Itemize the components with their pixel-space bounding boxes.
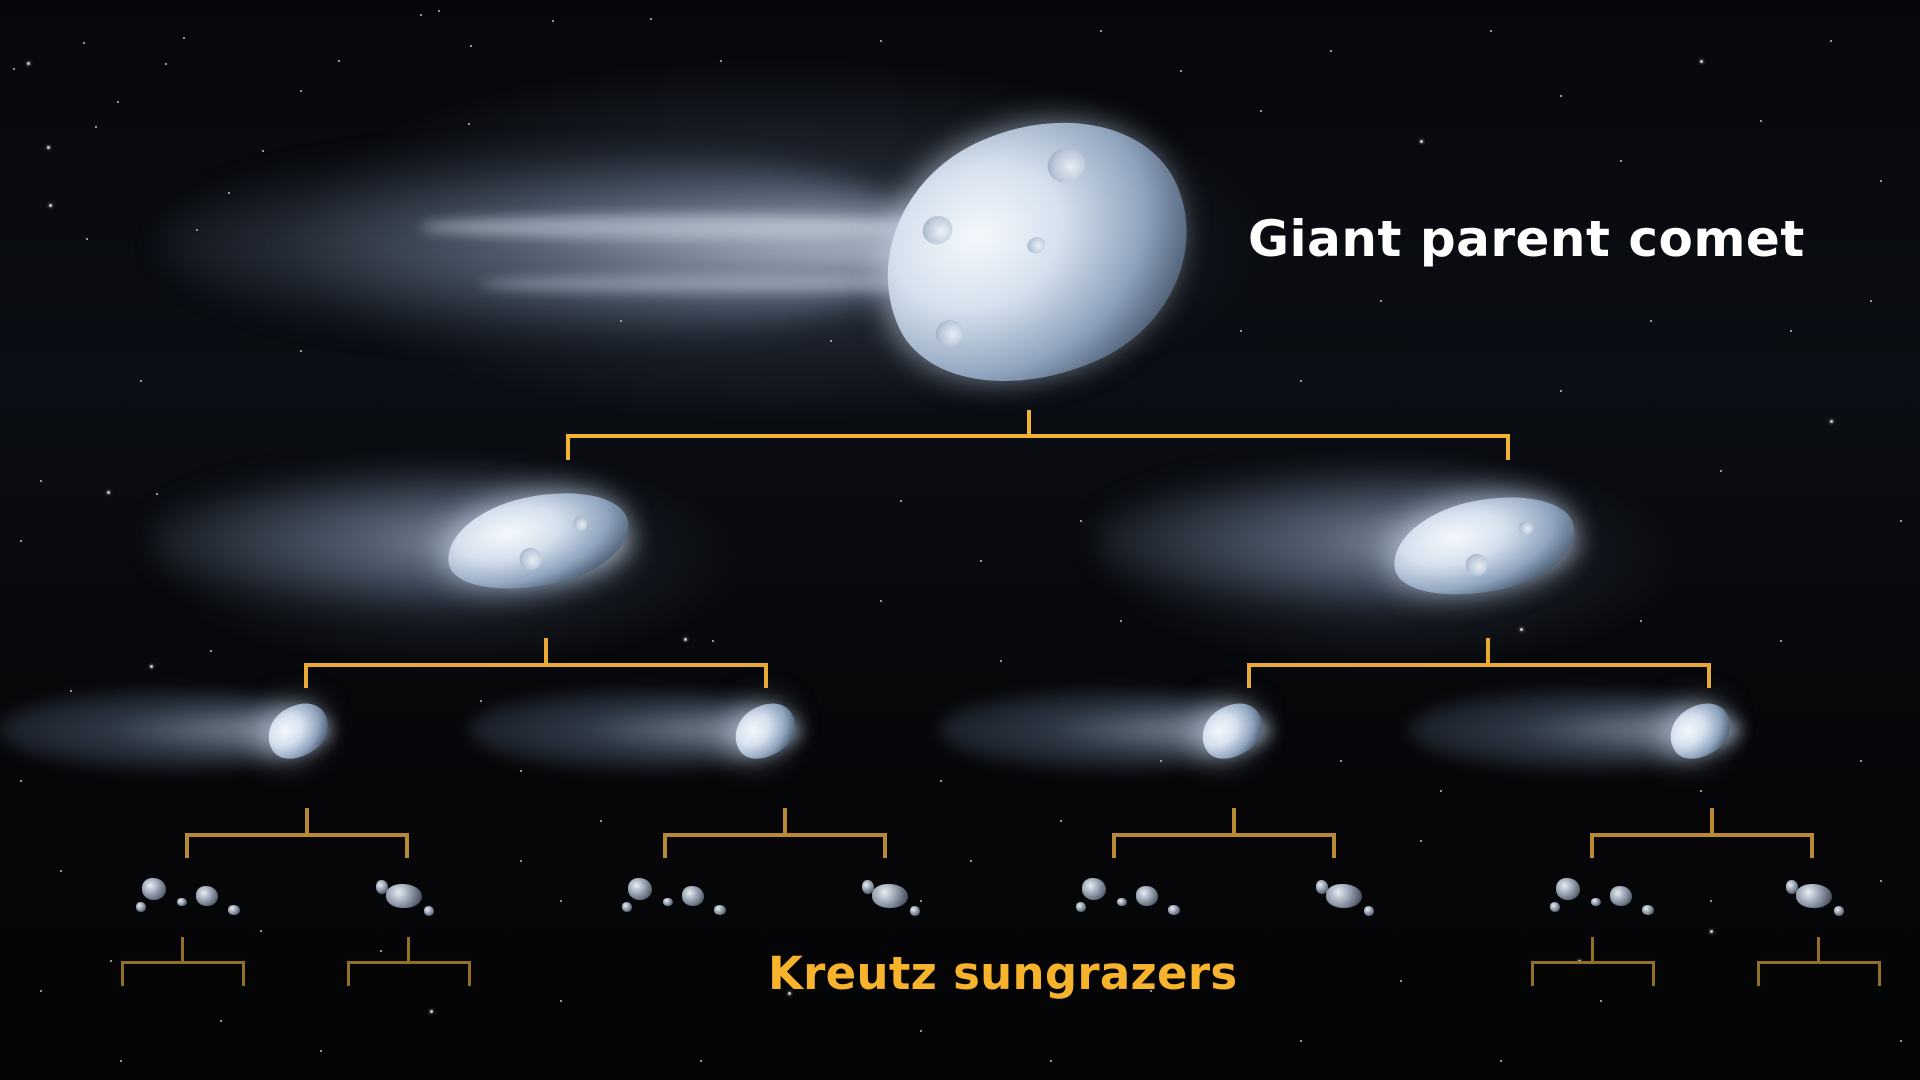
parent-comet-tail [160,150,940,340]
parent-comet-label: Giant parent comet [1248,210,1805,268]
kreutz-sungrazers-label: Kreutz sungrazers [768,947,1238,1000]
